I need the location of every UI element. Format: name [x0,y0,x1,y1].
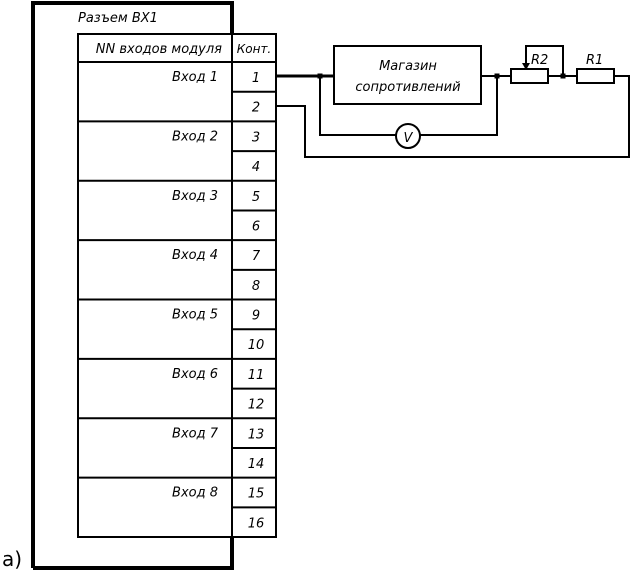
contact-number: 14 [248,457,265,472]
contact-number: 16 [248,516,265,531]
resistor-r1 [576,68,615,84]
input-label: Вход 5 [172,308,218,323]
junction-dot [560,73,566,79]
input-label: Вход 6 [172,367,218,382]
measurement-circuit: V Магазин сопротивлений R2 R1 [276,45,630,158]
contact-number: 5 [252,190,260,205]
contact-number: 15 [248,487,265,502]
wire-voltmeter-left [319,76,396,136]
r1-label: R1 [586,53,603,68]
input-label: Вход 2 [172,129,218,144]
wire-voltmeter-right [420,76,498,136]
connector-frame [31,1,234,568]
voltmeter-label: V [404,131,414,146]
resistance-box [333,45,482,105]
figure-caption: а) [2,547,22,571]
r2-wiper-arrow [522,63,530,70]
junction-dot [317,73,323,79]
connector-frame-bottom [33,537,234,570]
contact-number: 1 [252,71,260,86]
input-label: Вход 1 [172,70,218,85]
resistor-r2 [510,68,549,84]
r2-wiper-wire [525,45,564,76]
resistance-box-label-2: сопротивлений [355,80,460,95]
input-label: Вход 4 [172,248,218,263]
contact-number: 12 [248,398,265,413]
contact-number: 13 [248,427,265,442]
contact-number: 10 [248,338,265,353]
voltmeter-symbol [395,123,421,149]
r2-label: R2 [531,53,548,68]
contact-number: 7 [252,249,261,264]
contact-number: 6 [252,219,260,234]
contact-number: 11 [248,368,265,383]
contact-number: 8 [252,279,260,294]
input-label: Вход 3 [172,189,218,204]
contact-number: 3 [252,130,260,145]
resistance-box-label-1: Магазин [379,59,437,74]
input-label: Вход 7 [172,426,219,441]
contact-number: 9 [252,309,260,324]
junction-dot [494,73,500,79]
connector-title: Разъем ВХ1 [78,11,158,26]
header-contacts: Конт. [237,42,272,56]
input-label: Вход 8 [172,486,218,501]
table-border [77,33,277,538]
contact-number: 2 [252,101,260,116]
header-inputs: NN входов модуля [96,42,222,57]
wire-return-contact-2 [276,75,630,158]
contact-number: 4 [252,160,260,175]
